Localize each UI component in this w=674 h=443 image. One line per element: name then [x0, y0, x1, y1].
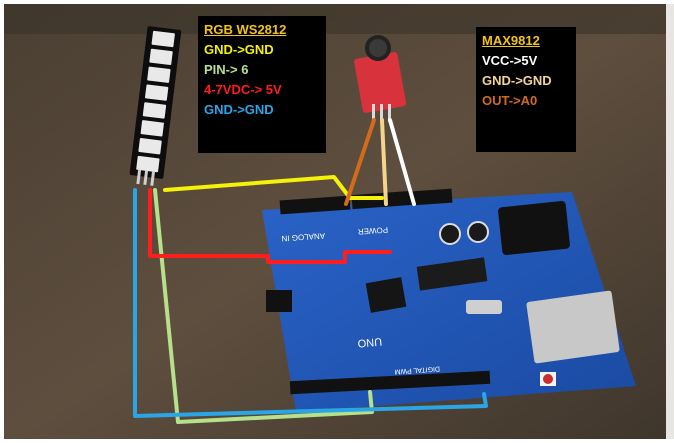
analog-header-label: ANALOG IN	[281, 231, 325, 243]
mic-line-gnd: GND->GND	[482, 73, 552, 88]
rgb-ws2812-label-box: RGB WS2812 GND->GND PIN-> 6 4-7VDC-> 5V …	[198, 16, 326, 153]
led-stick	[129, 26, 182, 186]
rgb-line-gnd2: GND->GND	[204, 102, 274, 117]
digital-header-label: DIGITAL PWM	[394, 365, 440, 375]
rgb-line-gnd: GND->GND	[204, 42, 274, 57]
led-cell	[151, 30, 175, 48]
led-cell	[142, 102, 167, 119]
led-cell	[145, 84, 169, 101]
mic-line-vcc: VCC->5V	[482, 53, 538, 68]
rgb-line-pin: PIN-> 6	[204, 62, 249, 77]
max9812-label-box: MAX9812 VCC->5V GND->GND OUT->A0	[476, 27, 576, 152]
led-cell	[136, 155, 160, 173]
rgb-box-title: RGB WS2812	[204, 22, 287, 37]
wire-mic-vcc	[388, 118, 416, 206]
led-cell	[149, 48, 173, 66]
wire-gnd-blue	[133, 188, 488, 418]
mic-box-title: MAX9812	[482, 33, 540, 48]
board-model-label: UNO	[357, 335, 383, 349]
wire-pin-green	[153, 188, 374, 424]
wire-mic-gnd	[380, 118, 388, 206]
rgb-line-vdc: 4-7VDC-> 5V	[204, 82, 282, 97]
arduino-board: UNO POWER ANALOG IN DIGITAL PWM	[262, 188, 636, 412]
led-cell	[138, 138, 162, 155]
led-cell	[140, 120, 164, 137]
right-strip	[666, 4, 674, 439]
led-cell	[147, 66, 171, 83]
mic-line-out: OUT->A0	[482, 93, 538, 108]
wire-gnd-yellow	[163, 175, 384, 200]
mic-module	[354, 35, 407, 122]
power-header-label: POWER	[357, 225, 388, 236]
wire-mic-out	[344, 118, 376, 206]
wire-vdc-red	[148, 188, 392, 264]
wires	[133, 118, 488, 424]
